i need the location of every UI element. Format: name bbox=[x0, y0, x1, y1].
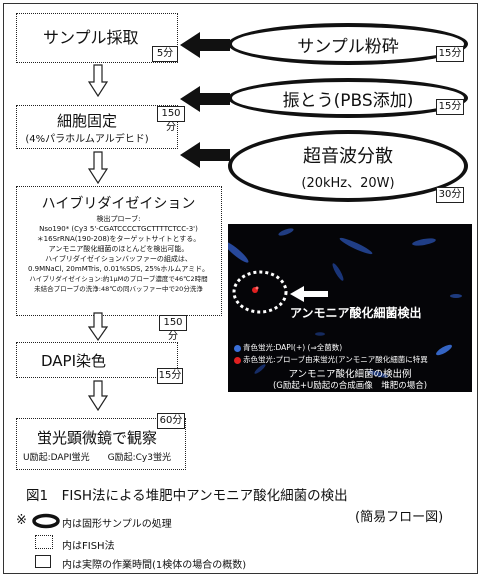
photo-legend-red: 赤色蛍光:プローブ由来蛍光(アンモニア酸化細菌に特異 bbox=[234, 354, 428, 365]
left-arrow-shake bbox=[180, 86, 230, 112]
solid-step-shake-title: 振とう(PBS添加) bbox=[282, 90, 414, 111]
step-dapi: DAPI染色 bbox=[16, 342, 178, 378]
step-microscope-sub: U励起:DAPI蛍光 G励起:Cy3蛍光 bbox=[23, 453, 171, 463]
step-hybridization: ハイブリダイゼイション 検出プローブ: Nso190* (Cy3 5'-CGAT… bbox=[16, 186, 222, 316]
photo-legend-red-text: 赤色蛍光:プローブ由来蛍光(アンモニア酸化細菌に特異 bbox=[243, 355, 428, 364]
photo-caption-2: (G励起+U励起の合成画像 堆肥の場合) bbox=[272, 381, 428, 391]
solid-step-ultrasonic-title: 超音波分散 bbox=[303, 145, 393, 167]
legend-mark: ※ bbox=[16, 513, 27, 528]
step-hybridization-line-3: ＊16SrRNA(190-208)をターゲットサイトとする。 bbox=[36, 235, 201, 243]
step-dapi-title: DAPI染色 bbox=[41, 352, 107, 370]
blue-dot-icon bbox=[234, 344, 241, 352]
step-hybridization-line-8: 未結合プローブの洗浄:48℃の同バッファー中で20分洗浄 bbox=[34, 285, 203, 293]
solid-step-grind: サンプル粉砕 bbox=[228, 23, 468, 65]
down-arrow-3 bbox=[88, 312, 108, 342]
photo-caption-1: アンモニア酸化細菌の検出例 bbox=[288, 369, 412, 380]
step-fixation-title: 細胞固定 bbox=[56, 112, 117, 130]
step-hybridization-line-4: アンモニア酸化細菌のほとんどを検出可能。 bbox=[48, 245, 189, 253]
legend-oval-text: 内は固形サンプルの処理 bbox=[62, 519, 172, 530]
step-fixation-sub: (4%パラホルムアルデヒド) bbox=[25, 134, 149, 145]
legend-solid-text: 内は実際の作業時間(1検体の場合の概数) bbox=[62, 560, 247, 571]
step-sampling: サンプル採取 bbox=[16, 13, 178, 63]
microscope-image-svg bbox=[228, 228, 462, 378]
solid-step-grind-time: 15分 bbox=[436, 46, 464, 62]
photo-legend-blue: 青色蛍光:DAPI(+) (⇒全菌数) bbox=[234, 342, 342, 353]
step-hybridization-title: ハイブリダイゼイション bbox=[41, 196, 196, 212]
microscope-annotation: アンモニア酸化細菌検出 bbox=[290, 306, 422, 320]
solid-step-shake-time: 15分 bbox=[436, 99, 464, 115]
down-arrow-2 bbox=[88, 151, 108, 185]
legend-dotted-icon bbox=[35, 535, 53, 549]
solid-step-grind-title: サンプル粉砕 bbox=[297, 36, 399, 57]
step-hybridization-line-7: ハイブリダイゼイション:約1μMのプローブ濃度で46℃2時間 bbox=[29, 275, 208, 283]
figure-title: 図1 FISH法による堆肥中アンモニア酸化細菌の検出 bbox=[26, 488, 348, 504]
step-sampling-title: サンプル採取 bbox=[43, 28, 139, 47]
down-arrow-1 bbox=[88, 64, 108, 98]
solid-step-ultrasonic-sub: (20kHz、20W) bbox=[301, 175, 395, 191]
step-hybridization-line-2: Nso190* (Cy3 5'-CGATCCCCTGCTTTTCTCC-3') bbox=[39, 225, 198, 233]
step-hybridization-time: 150分 bbox=[159, 315, 187, 342]
red-dot-icon bbox=[234, 356, 241, 364]
figure-frame bbox=[3, 3, 478, 574]
left-arrow-ultrasonic bbox=[180, 142, 230, 168]
step-fixation: 細胞固定 (4%パラホルムアルデヒド) bbox=[16, 105, 178, 149]
legend-dotted-text: 内はFISH法 bbox=[62, 541, 115, 552]
step-microscope: 蛍光顕微鏡で観察 U励起:DAPI蛍光 G励起:Cy3蛍光 bbox=[16, 418, 186, 470]
left-arrow-grind bbox=[180, 32, 230, 58]
legend-solid-icon bbox=[35, 555, 51, 568]
step-hybridization-line-6: 0.9MNaCl, 20mMTris, 0.01%SDS, 25%ホルムアミド。 bbox=[27, 265, 210, 273]
step-microscope-time: 60分 bbox=[157, 413, 185, 429]
step-hybridization-line-5: ハイブリダイゼイションバッファーの組成は、 bbox=[45, 255, 192, 263]
step-fixation-time: 150分 bbox=[157, 106, 185, 133]
step-dapi-time: 15分 bbox=[157, 368, 183, 384]
photo-legend-blue-text: 青色蛍光:DAPI(+) (⇒全菌数) bbox=[243, 343, 343, 352]
figure-subtitle: (簡易フロー図) bbox=[355, 510, 444, 525]
down-arrow-4 bbox=[88, 380, 108, 412]
step-hybridization-line-1: 検出プローブ: bbox=[96, 215, 141, 223]
solid-step-ultrasonic: 超音波分散 (20kHz、20W) bbox=[228, 130, 468, 202]
solid-step-ultrasonic-time: 30分 bbox=[436, 187, 464, 203]
step-microscope-title: 蛍光顕微鏡で観察 bbox=[37, 429, 158, 447]
microscope-image: アンモニア酸化細菌検出 青色蛍光:DAPI(+) (⇒全菌数) 赤色蛍光:プロー… bbox=[228, 224, 472, 392]
legend-oval-icon bbox=[32, 513, 60, 529]
solid-step-shake: 振とう(PBS添加) bbox=[228, 78, 468, 118]
step-sampling-time: 5分 bbox=[152, 46, 178, 62]
